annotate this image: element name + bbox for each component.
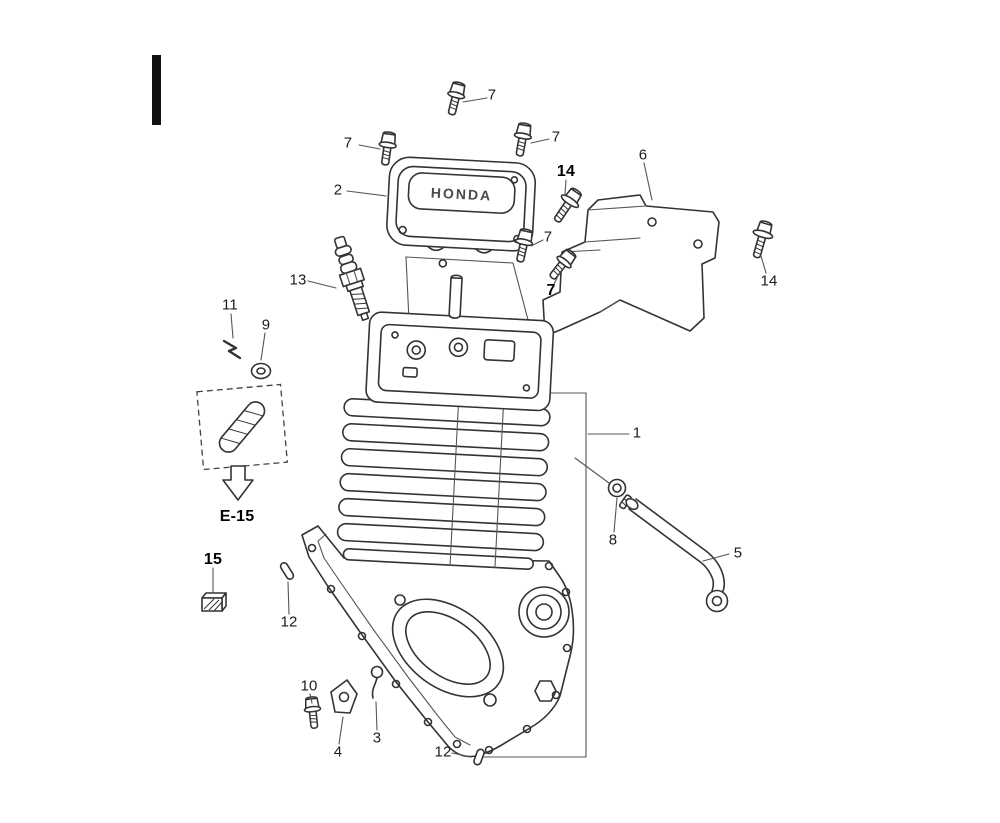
shroud-panel bbox=[542, 194, 720, 337]
page-corner-bar bbox=[152, 55, 161, 125]
side-plate bbox=[330, 679, 358, 714]
assembly-bracket bbox=[481, 392, 587, 758]
retainer-clip bbox=[222, 339, 242, 360]
reference-arrow bbox=[222, 465, 254, 501]
flange-bolt-holes bbox=[307, 543, 572, 755]
mount-block bbox=[201, 592, 227, 612]
spark-plug bbox=[333, 235, 371, 322]
valve-cover: HONDA bbox=[386, 156, 537, 254]
dowel-pin-a bbox=[279, 562, 295, 580]
valve-cover-brand-text: HONDA bbox=[431, 184, 493, 203]
hook-clip bbox=[370, 665, 384, 699]
plate-bolt bbox=[302, 695, 324, 730]
reference-box-e15 bbox=[196, 383, 289, 501]
crankcase bbox=[301, 525, 575, 758]
grommet bbox=[250, 362, 272, 380]
breather-pipe bbox=[625, 497, 729, 613]
leader-lines bbox=[212, 97, 767, 758]
cylinder-head-fins bbox=[336, 259, 555, 570]
dowel-pin-b bbox=[473, 748, 485, 766]
